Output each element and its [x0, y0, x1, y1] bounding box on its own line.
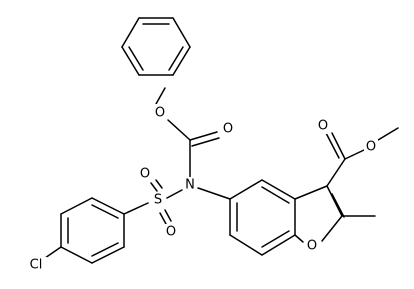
svg-text:O: O	[155, 106, 165, 121]
sulfonyl-oxygen-lower: O	[164, 224, 178, 240]
svg-text:O: O	[223, 122, 233, 137]
sulfur-atom: S	[151, 192, 165, 208]
atom-labels: O O N S O O Cl O	[25, 104, 378, 273]
sulfonyl-oxygen-upper: O	[138, 166, 152, 182]
svg-text:N: N	[185, 178, 195, 193]
nitrogen-atom: N	[183, 177, 197, 193]
svg-text:O: O	[140, 167, 150, 182]
svg-text:S: S	[154, 193, 162, 208]
ester-carbonyl-oxygen: O	[316, 118, 330, 134]
chlorine-atom: Cl	[25, 257, 47, 273]
svg-text:O: O	[318, 119, 328, 134]
svg-text:O: O	[366, 140, 376, 155]
carbamate-ether-oxygen: O	[153, 104, 167, 121]
svg-text:O: O	[166, 225, 176, 240]
furan-oxygen: O	[305, 238, 319, 254]
svg-text:Cl: Cl	[30, 258, 43, 273]
svg-text:O: O	[307, 239, 317, 254]
carbamate-carbonyl-oxygen: O	[221, 121, 235, 137]
bonds	[44, 17, 399, 264]
ester-methoxy-oxygen: O	[364, 139, 378, 155]
